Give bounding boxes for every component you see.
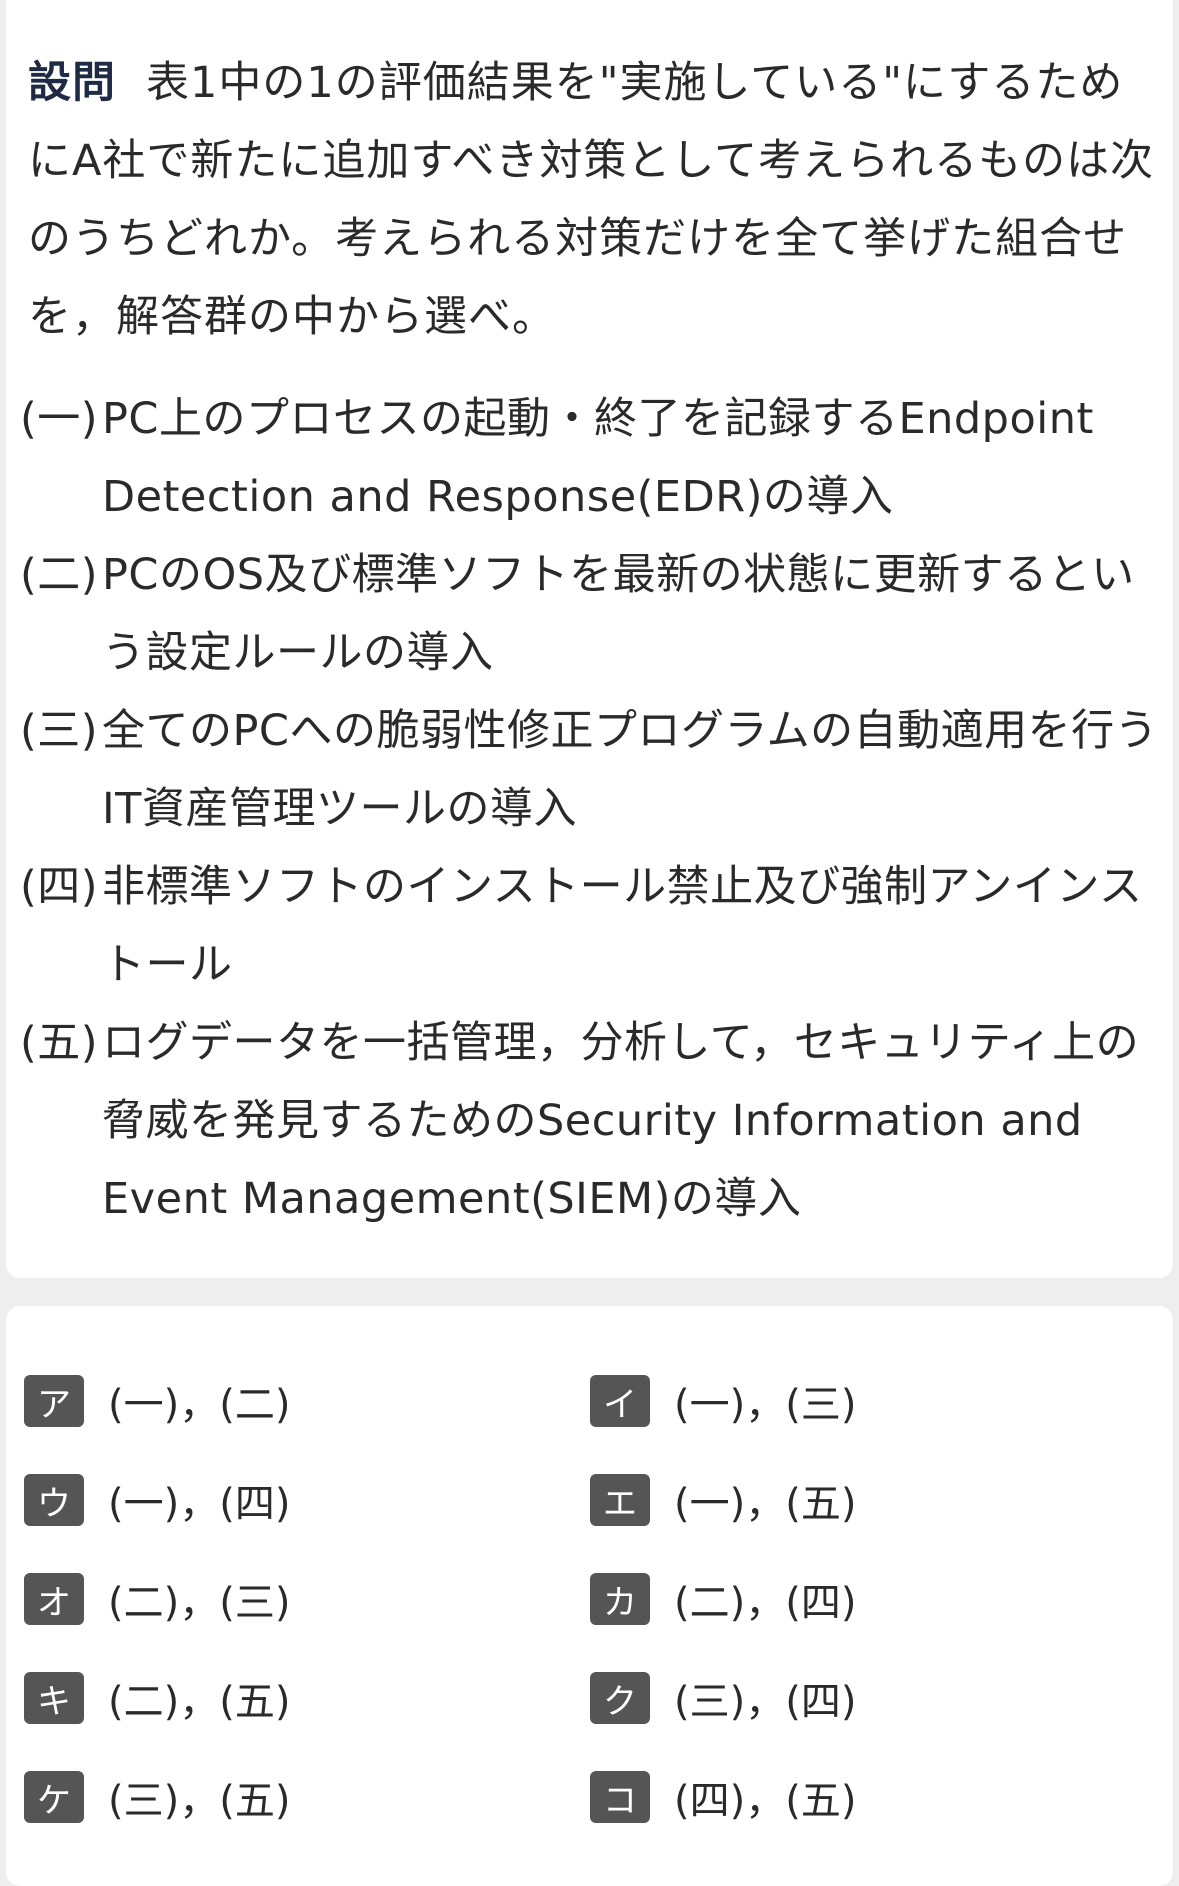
measure-list: (一) PC上のプロセスの起動・終了を記録するEndpoint Detectio… — [20, 380, 1170, 1238]
measure-marker: (一) — [20, 394, 99, 444]
choice-text: (二)，(五) — [108, 1679, 291, 1725]
measure-text: ログデータを一括管理，分析して，セキュリティ上の脅威を発見するためのSecuri… — [102, 1018, 1140, 1224]
measure-item: (一) PC上のプロセスの起動・終了を記録するEndpoint Detectio… — [20, 380, 1170, 536]
measure-item: (四) 非標準ソフトのインストール禁止及び強制アンインストール — [20, 848, 1170, 1004]
question-card: 設問表1中の1の評価結果を"実施している"にするためにA社で新たに追加すべき対策… — [6, 0, 1173, 1278]
choice-badge: オ — [24, 1573, 84, 1625]
choice-badge: カ — [590, 1573, 650, 1625]
choice-ki[interactable]: キ (二)，(五) — [24, 1672, 590, 1725]
choice-ko[interactable]: コ (四)，(五) — [590, 1771, 1154, 1824]
choice-badge: ア — [24, 1375, 84, 1427]
choice-ka[interactable]: カ (二)，(四) — [590, 1573, 1154, 1626]
choice-ku[interactable]: ク (三)，(四) — [590, 1672, 1154, 1725]
choice-text: (四)，(五) — [674, 1778, 857, 1824]
measure-text: 全てのPCへの脆弱性修正プログラムの自動適用を行うIT資産管理ツールの導入 — [102, 706, 1159, 834]
measure-marker: (五) — [20, 1018, 99, 1068]
question-text: 表1中の1の評価結果を"実施している"にするためにA社で新たに追加すべき対策とし… — [28, 58, 1155, 342]
choice-text: (一)，(二) — [108, 1382, 291, 1428]
question-label: 設問 — [28, 58, 116, 108]
choice-a[interactable]: ア (一)，(二) — [24, 1375, 590, 1428]
choice-badge: コ — [590, 1771, 650, 1823]
measure-item: (二) PCのOS及び標準ソフトを最新の状態に更新するという設定ルールの導入 — [20, 536, 1170, 692]
measure-text: PCのOS及び標準ソフトを最新の状態に更新するという設定ルールの導入 — [102, 550, 1135, 678]
choice-text: (二)，(四) — [674, 1580, 857, 1626]
answer-choices-card: ア (一)，(二) イ (一)，(三) ウ (一)，(四) エ (一)，(五) … — [6, 1306, 1173, 1886]
measure-item: (五) ログデータを一括管理，分析して，セキュリティ上の脅威を発見するためのSe… — [20, 1004, 1170, 1238]
measure-text: PC上のプロセスの起動・終了を記録するEndpoint Detection an… — [102, 394, 1094, 522]
choice-badge: エ — [590, 1474, 650, 1526]
choice-text: (二)，(三) — [108, 1580, 291, 1626]
choice-i[interactable]: イ (一)，(三) — [590, 1375, 1154, 1428]
choice-badge: ク — [590, 1672, 650, 1724]
choice-text: (一)，(三) — [674, 1382, 857, 1428]
choice-u[interactable]: ウ (一)，(四) — [24, 1474, 590, 1527]
measure-marker: (四) — [20, 862, 99, 912]
choice-badge: イ — [590, 1375, 650, 1427]
choice-text: (三)，(五) — [108, 1778, 291, 1824]
choice-e[interactable]: エ (一)，(五) — [590, 1474, 1154, 1527]
measure-item: (三) 全てのPCへの脆弱性修正プログラムの自動適用を行うIT資産管理ツールの導… — [20, 692, 1170, 848]
choice-text: (三)，(四) — [674, 1679, 857, 1725]
question-statement: 設問表1中の1の評価結果を"実施している"にするためにA社で新たに追加すべき対策… — [28, 44, 1158, 356]
choice-badge: ウ — [24, 1474, 84, 1526]
answer-choices-grid: ア (一)，(二) イ (一)，(三) ウ (一)，(四) エ (一)，(五) … — [24, 1375, 1154, 1824]
choice-text: (一)，(五) — [674, 1481, 857, 1527]
choice-badge: ケ — [24, 1771, 84, 1823]
choice-o[interactable]: オ (二)，(三) — [24, 1573, 590, 1626]
measure-marker: (三) — [20, 706, 99, 756]
choice-ke[interactable]: ケ (三)，(五) — [24, 1771, 590, 1824]
measure-text: 非標準ソフトのインストール禁止及び強制アンインストール — [102, 862, 1143, 990]
choice-badge: キ — [24, 1672, 84, 1724]
measure-marker: (二) — [20, 550, 99, 600]
choice-text: (一)，(四) — [108, 1481, 291, 1527]
